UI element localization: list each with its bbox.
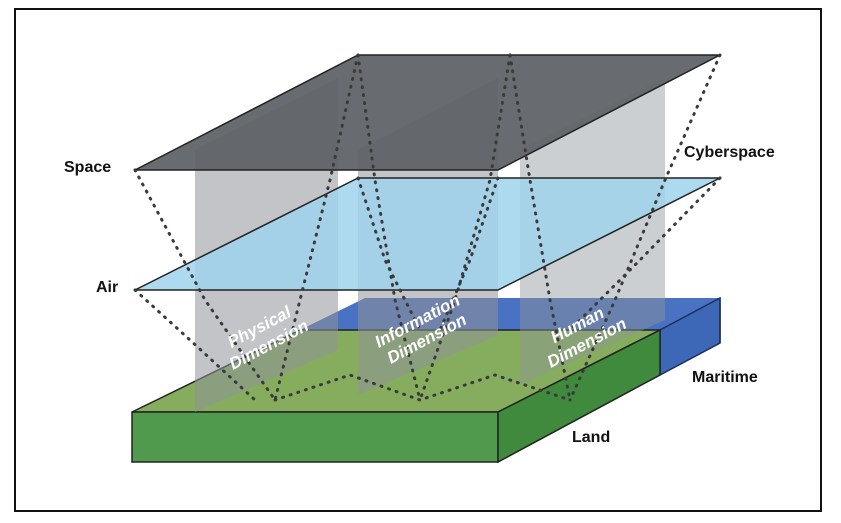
diagram-frame [14, 8, 822, 512]
maritime-label: Maritime [692, 369, 758, 386]
land-front [131, 411, 499, 463]
air-label: Air [96, 279, 118, 296]
cyberspace-dotted-lines [133, 53, 722, 402]
land-label: Land [572, 429, 610, 446]
cyberspace-label: Cyberspace [684, 144, 775, 161]
land-right-side [497, 328, 661, 464]
space-label: Space [64, 159, 111, 176]
